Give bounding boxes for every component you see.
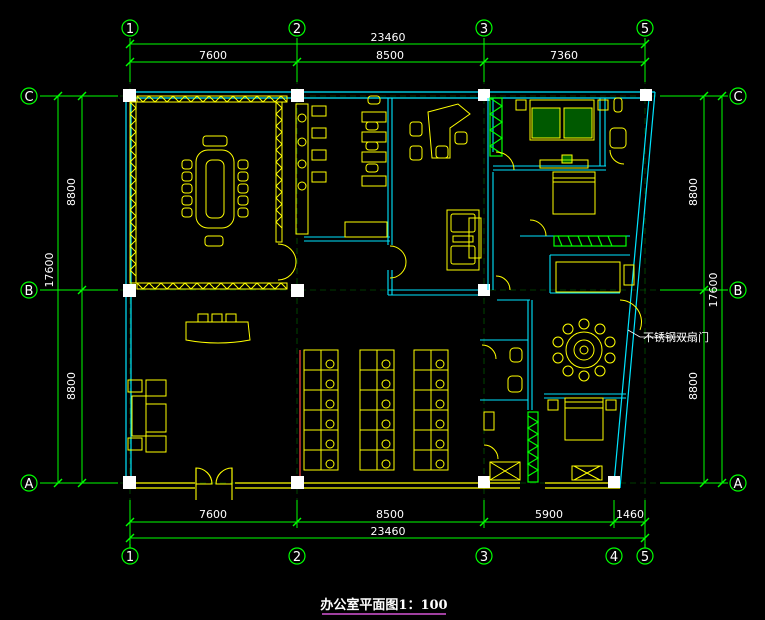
- suite-doors: [495, 149, 643, 331]
- grid-left-A: A: [25, 477, 34, 492]
- dim-top-seg-3: 7360: [550, 49, 578, 62]
- reception-desk: [185, 313, 251, 344]
- round-dining-table: [552, 318, 616, 382]
- grid-bubbles-top: [121, 19, 654, 37]
- manager-office-door: [389, 245, 407, 279]
- dim-bottom-seg-4: 1460: [616, 508, 644, 521]
- grid-left-B: B: [25, 284, 34, 299]
- dim-top-seg-2: 8500: [376, 49, 404, 62]
- drawing-title: 办公室平面图1：100: [320, 597, 447, 613]
- dim-bottom-total: 23460: [371, 525, 406, 538]
- green-panels: [526, 411, 540, 483]
- grid-bubbles-right: [729, 87, 747, 492]
- entrance-door: [195, 467, 233, 500]
- dim-right-seg-2: 8800: [687, 372, 700, 400]
- grid-bottom-5: 5: [641, 550, 649, 565]
- dim-right-total: 17600: [707, 273, 720, 308]
- dim-bottom-seg-2: 8500: [376, 508, 404, 521]
- grid-right-B: B: [734, 284, 743, 299]
- workstations: [303, 349, 449, 471]
- conference-door: [277, 243, 297, 281]
- grid-bubbles-left: [20, 87, 38, 492]
- bottom-wall: [131, 350, 620, 489]
- grid-bottom-3: 3: [480, 550, 488, 565]
- dimensions-right: [660, 91, 728, 488]
- dimensions-top: [125, 38, 650, 82]
- grid-bottom-4: 4: [610, 550, 618, 565]
- door-note-leader: [627, 329, 690, 338]
- dim-left-seg-2: 8800: [65, 372, 78, 400]
- small-bathroom: [480, 339, 528, 481]
- suite-green-shelving: [488, 97, 627, 247]
- dim-left-total: 17600: [43, 253, 56, 288]
- grid-bubbles-bottom: [121, 544, 654, 565]
- dim-right-seg-1: 8800: [687, 178, 700, 206]
- grid-right-A: A: [734, 477, 743, 492]
- dim-top-total: 23460: [371, 31, 406, 44]
- suite-walls: [487, 98, 630, 410]
- lower-suite: [544, 393, 626, 481]
- door-note-label: 不锈钢双扇门: [643, 330, 709, 344]
- grid-right-C: C: [733, 90, 742, 105]
- suite-furniture: [515, 97, 635, 293]
- grid-top-5: 5: [641, 22, 649, 37]
- columns: [123, 89, 652, 489]
- grid-top-3: 3: [480, 22, 488, 37]
- conference-table: [181, 135, 249, 247]
- dimensions-bottom: [125, 500, 650, 544]
- lounge-sofa: [127, 379, 167, 453]
- grid-left-C: C: [24, 90, 33, 105]
- grid-bottom-1: 1: [126, 550, 134, 565]
- grid-top-2: 2: [293, 22, 301, 37]
- dimensions-left: [40, 91, 118, 488]
- dim-bottom-seg-1: 7600: [199, 508, 227, 521]
- office-furniture-left: [295, 95, 388, 238]
- grid-bottom-2: 2: [293, 550, 301, 565]
- grid-top-1: 1: [126, 22, 134, 37]
- conference-room-walls: [129, 95, 288, 290]
- dim-left-seg-1: 8800: [65, 178, 78, 206]
- dim-bottom-seg-3: 5900: [535, 508, 563, 521]
- manager-office-furniture: [409, 103, 482, 271]
- dim-top-seg-1: 7600: [199, 49, 227, 62]
